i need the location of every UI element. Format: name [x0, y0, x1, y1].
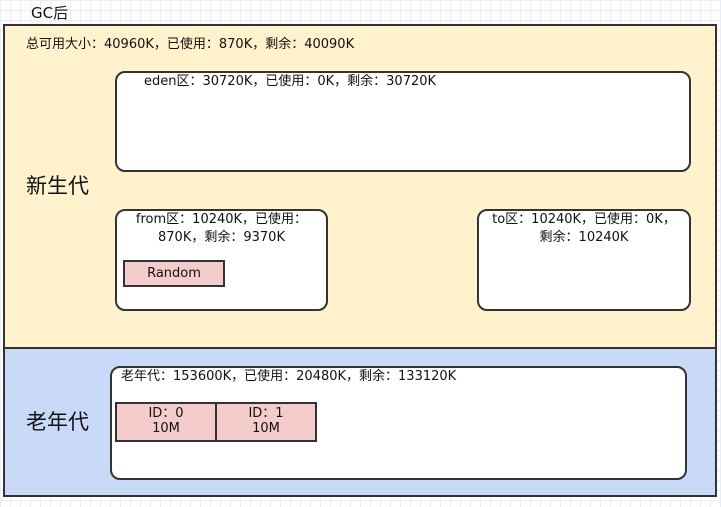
old-generation-summary: 老年代：153600K，已使用：20480K，剩余：133120K: [121, 369, 457, 384]
young-generation-label: 新生代: [26, 174, 89, 198]
object-id-0: ID：0 10M: [115, 402, 217, 442]
object-size-label: 10M: [152, 421, 180, 436]
diagram-title: GC后: [31, 4, 69, 22]
object-id-1: ID：1 10M: [215, 402, 317, 442]
eden-space-box: [115, 71, 691, 172]
object-id-label: ID：0: [148, 406, 184, 421]
to-survivor-label-line2: 剩余：10240K: [539, 230, 629, 245]
from-survivor-label-line1: from区：10240K，已使用：: [135, 212, 308, 227]
to-survivor-label-line1: to区：10240K，已使用：0K，: [492, 212, 676, 227]
young-generation-summary: 总可用大小：40960K，已使用：870K，剩余：40090K: [26, 37, 355, 52]
from-survivor-label-line2: 870K，剩余：9370K: [158, 230, 285, 245]
to-survivor-box: [477, 209, 691, 311]
eden-space-label: eden区：30720K，已使用：0K，剩余：30720K: [144, 74, 437, 89]
object-size-label: 10M: [252, 421, 280, 436]
random-object: Random: [123, 260, 225, 287]
old-generation-box: [110, 366, 687, 480]
object-id-label: ID：1: [248, 406, 284, 421]
old-generation-label: 老年代: [26, 410, 89, 434]
